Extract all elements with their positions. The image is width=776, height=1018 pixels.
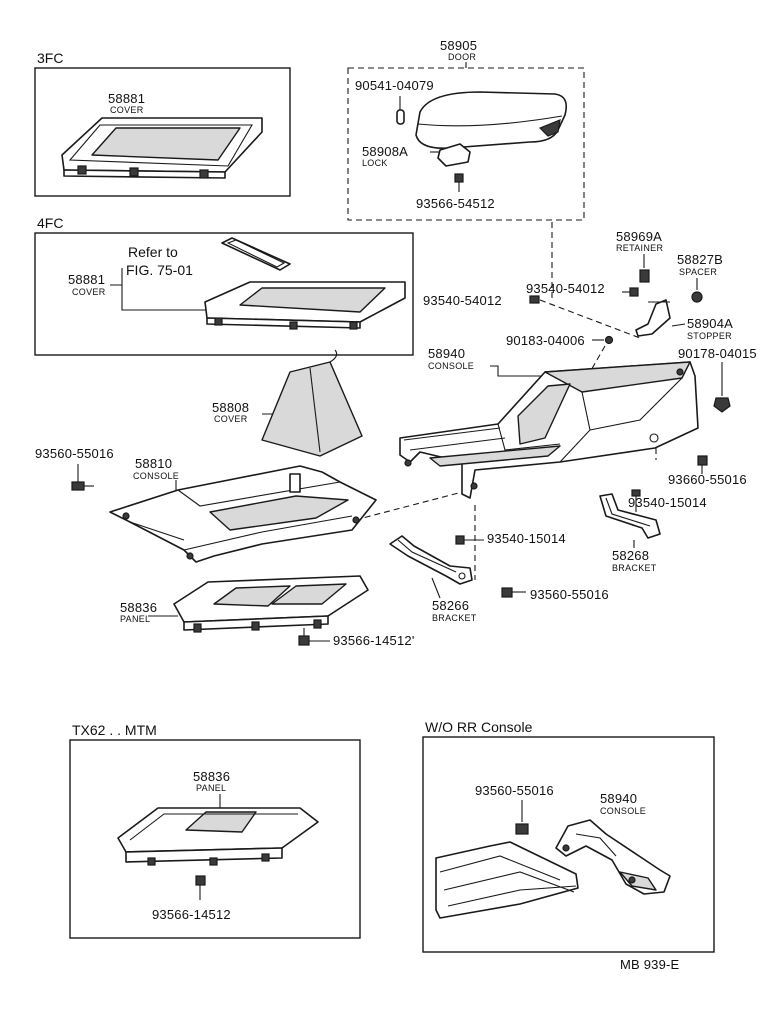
- panel-part: [173, 575, 369, 633]
- figure-code: MB 939-E: [620, 957, 680, 972]
- bracket-58268-name: BRACKET: [612, 563, 657, 573]
- refer-line-1: Refer to: [128, 244, 178, 260]
- console-rear-number: 58940: [428, 346, 465, 361]
- retainer-name: RETAINER: [616, 243, 663, 253]
- screw-93560c-part: [515, 800, 529, 835]
- group-wo-rr-title: W/O RR Console: [425, 719, 533, 735]
- screw-93540d-number: 93540-15014: [487, 531, 566, 546]
- screw-93660-number: 93660-55016: [668, 472, 747, 487]
- screw-93560a-number: 93560-55016: [35, 446, 114, 461]
- retainer-number: 58969A: [616, 229, 662, 244]
- refer-line-2: FIG. 75-01: [126, 262, 193, 278]
- group-3fc-title: 3FC: [37, 50, 63, 66]
- clip-90183-number: 90183-04006: [506, 333, 585, 348]
- cover-4fc-leader: [110, 268, 210, 311]
- screw-93540c-number: 93540-15014: [628, 495, 707, 510]
- screw-93566b-number: 93566-14512': [333, 633, 415, 648]
- screw-93560a-part: [71, 464, 94, 491]
- screw-93540d-part: [455, 535, 484, 545]
- console-wo-name: CONSOLE: [600, 806, 646, 816]
- lock-number: 58908A: [362, 144, 408, 159]
- screw-93566a-part: [454, 173, 464, 192]
- clip-90178-part: [713, 362, 731, 413]
- screw-93566c-part: [195, 875, 206, 900]
- panel-tx62-name: PANEL: [196, 783, 226, 793]
- clip-90178-number: 90178-04015: [678, 346, 757, 361]
- console-front-number: 58810: [135, 456, 172, 471]
- spacer-part: [691, 278, 703, 303]
- console-wo-floor-part: [435, 841, 579, 919]
- seal-strip-part: [221, 237, 291, 271]
- console-wo-number: 58940: [600, 791, 637, 806]
- bracket-58266-number: 58266: [432, 598, 469, 613]
- console-front-part: [109, 465, 377, 563]
- stopper-part: [635, 299, 671, 337]
- screw-93566c-number: 93566-14512: [152, 907, 231, 922]
- group-3fc-box: [34, 67, 291, 197]
- screw-93540a-number: 93540-54012: [423, 293, 502, 308]
- bracket-58268-number: 58268: [612, 548, 649, 563]
- spacer-number: 58827B: [677, 252, 723, 267]
- bracket-58268-part: [599, 493, 661, 539]
- cover-3fc-number: 58881: [108, 91, 145, 106]
- cover-3fc-part: [61, 117, 263, 179]
- shift-cover-number: 58808: [212, 400, 249, 415]
- lock-part: [430, 143, 471, 167]
- group-wo-rr-box: [422, 736, 715, 953]
- shift-boot-part: [261, 349, 363, 457]
- cover-4fc-number: 58881: [68, 272, 105, 287]
- group-4fc-box: [34, 232, 414, 356]
- group-tx62-box: [69, 739, 361, 939]
- screw-93560c-number: 93560-55016: [475, 783, 554, 798]
- spacer-name: SPACER: [679, 267, 717, 277]
- bracket-58266-name: BRACKET: [432, 613, 477, 623]
- cover-3fc-name: COVER: [110, 105, 144, 115]
- panel-tx62-part: [117, 807, 319, 866]
- panel-number: 58836: [120, 600, 157, 615]
- group-tx62-title: TX62 . . MTM: [72, 722, 157, 738]
- screw-90541-number: 90541-04079: [355, 78, 434, 93]
- lock-name: LOCK: [362, 158, 388, 168]
- console-front-name: CONSOLE: [133, 471, 179, 481]
- stopper-number: 58904A: [687, 316, 733, 331]
- door-name: DOOR: [448, 52, 476, 62]
- group-4fc-title: 4FC: [37, 215, 63, 231]
- clip-90183-part: [592, 335, 614, 345]
- retainer-part: [639, 269, 650, 283]
- console-wo-part: [555, 819, 671, 895]
- door-number: 58905: [440, 38, 477, 53]
- screw-93540b-number: 93540-54012: [526, 281, 605, 296]
- screw-93540b-part: [622, 287, 639, 297]
- panel-name: PANEL: [120, 614, 150, 624]
- cover-4fc-name: COVER: [72, 287, 106, 297]
- shift-cover-name: COVER: [214, 414, 248, 424]
- screw-93560b-number: 93560-55016: [530, 587, 609, 602]
- bracket-58266-part: [389, 535, 473, 585]
- console-rear-part: [399, 361, 699, 499]
- door-group-box: [347, 67, 585, 221]
- stopper-name: STOPPER: [687, 331, 732, 341]
- screw-93540c-part: [631, 489, 641, 512]
- panel-tx62-number: 58836: [193, 769, 230, 784]
- console-rear-name: CONSOLE: [428, 361, 474, 371]
- screw-93560b-part: [501, 587, 526, 598]
- screw-93566b-part: [298, 628, 330, 646]
- door-lid-part: [415, 91, 568, 150]
- screw-93540a-part: [529, 295, 540, 304]
- screw-93660-part: [697, 455, 708, 474]
- screw-90541-part: [396, 96, 405, 125]
- screw-93566a-number: 93566-54512: [416, 196, 495, 211]
- cover-4fc-part: [204, 281, 406, 330]
